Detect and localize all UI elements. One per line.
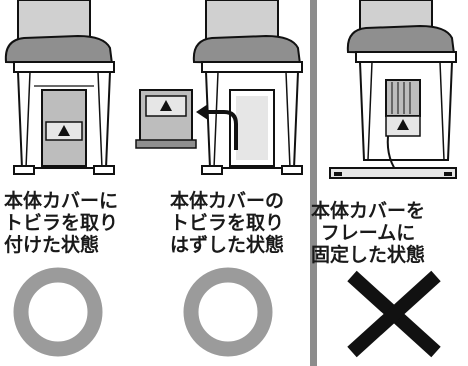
caption-line: 本体カバーを (310, 200, 425, 222)
caption-line: はずした状態 (170, 234, 285, 256)
caption-line: 本体カバーの (170, 190, 285, 212)
panel-1-illustration (4, 0, 115, 175)
arrow-curved-icon (206, 110, 238, 150)
panel-divider (310, 0, 317, 366)
fixed-cover-3 (385, 79, 421, 117)
panel-1-caption: 本体カバーに トビラを取り 付けた状態 (4, 190, 118, 256)
leg-1 (17, 0, 91, 41)
warning-triangle-icon (58, 125, 70, 136)
shoe-2 (192, 34, 302, 66)
cross-ng-icon (347, 270, 441, 358)
removed-door (135, 89, 197, 149)
caption-line: トビラを取り (170, 212, 285, 234)
leg-2 (205, 0, 279, 41)
platform-2 (201, 61, 303, 73)
base-frame-3 (329, 167, 457, 179)
panel-3-caption: 本体カバーを フレームに 固定した状態 (310, 200, 426, 266)
shoe-1 (4, 34, 114, 66)
panel-2-illustration (135, 0, 303, 175)
caption-line: 本体カバーに (4, 190, 119, 212)
caption-line: 付けた状態 (4, 234, 100, 256)
warning-triangle-icon (160, 100, 172, 111)
platform-1 (13, 61, 115, 73)
panel-2-caption: 本体カバーの トビラを取り はずした状態 (170, 190, 284, 256)
circle-ok-icon (13, 267, 103, 357)
platform-3 (355, 51, 457, 63)
warning-triangle-icon (397, 119, 409, 130)
caption-line: トビラを取り (4, 212, 119, 234)
caption-line: 固定した状態 (310, 244, 425, 266)
caption-line: フレームに (320, 222, 416, 244)
shoe-3 (346, 24, 456, 56)
panel-3-illustration (329, 0, 457, 179)
circle-ok-icon (183, 267, 273, 357)
